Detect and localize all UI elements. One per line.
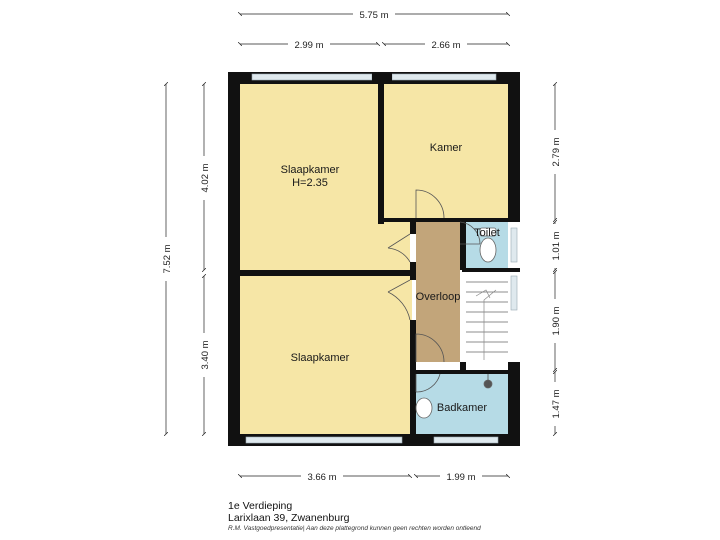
address: Larixlaan 39, Zwanenburg xyxy=(228,512,350,524)
dim-right-1: 2.79 m xyxy=(551,137,562,166)
room-label-overloop: Overloop xyxy=(416,291,461,303)
windows xyxy=(245,73,518,444)
room-kamer xyxy=(384,84,510,220)
room-label-slaapkamer-top: Slaapkamer xyxy=(281,164,340,176)
room-slaapkamer-bottom xyxy=(240,276,412,434)
dim-bottom-left: 3.66 m xyxy=(307,472,336,483)
floor-title: 1e Verdieping xyxy=(228,500,293,512)
dim-bottom-right: 1.99 m xyxy=(446,472,475,483)
footer: 1e Verdieping Larixlaan 39, Zwanenburg R… xyxy=(228,500,481,534)
bath-fixtures xyxy=(415,374,493,419)
room-label-height: H=2.35 xyxy=(292,177,328,189)
room-label-toilet: Toilet xyxy=(474,227,500,239)
doors xyxy=(387,189,481,393)
room-label-badkamer: Badkamer xyxy=(437,402,487,414)
dim-left-upper: 4.02 m xyxy=(200,163,211,192)
room-label-slaapkamer-bottom: Slaapkamer xyxy=(291,352,350,364)
staircase xyxy=(466,281,508,360)
dim-top-right: 2.66 m xyxy=(431,40,460,51)
dim-top-left: 2.99 m xyxy=(294,40,323,51)
dim-right-4: 1.47 m xyxy=(551,389,562,418)
dim-left-lower: 3.40 m xyxy=(200,340,211,369)
room-label-kamer: Kamer xyxy=(430,142,463,154)
dim-right-3: 1.90 m xyxy=(551,306,562,335)
dim-right-2: 1.01 m xyxy=(551,231,562,260)
window-posts xyxy=(372,72,392,84)
dim-top-total: 5.75 m xyxy=(359,10,388,21)
dimension-labels: 5.75 m 2.99 m 2.66 m 7.52 m 4.02 m 3.40 … xyxy=(159,7,562,483)
stair-area xyxy=(462,272,508,368)
room-overloop xyxy=(416,220,460,362)
toilet-fixture xyxy=(479,227,497,263)
disclaimer: R.M. Vastgoedpresentatie| Aan deze platt… xyxy=(228,525,481,532)
dim-left-total: 7.52 m xyxy=(162,244,173,273)
